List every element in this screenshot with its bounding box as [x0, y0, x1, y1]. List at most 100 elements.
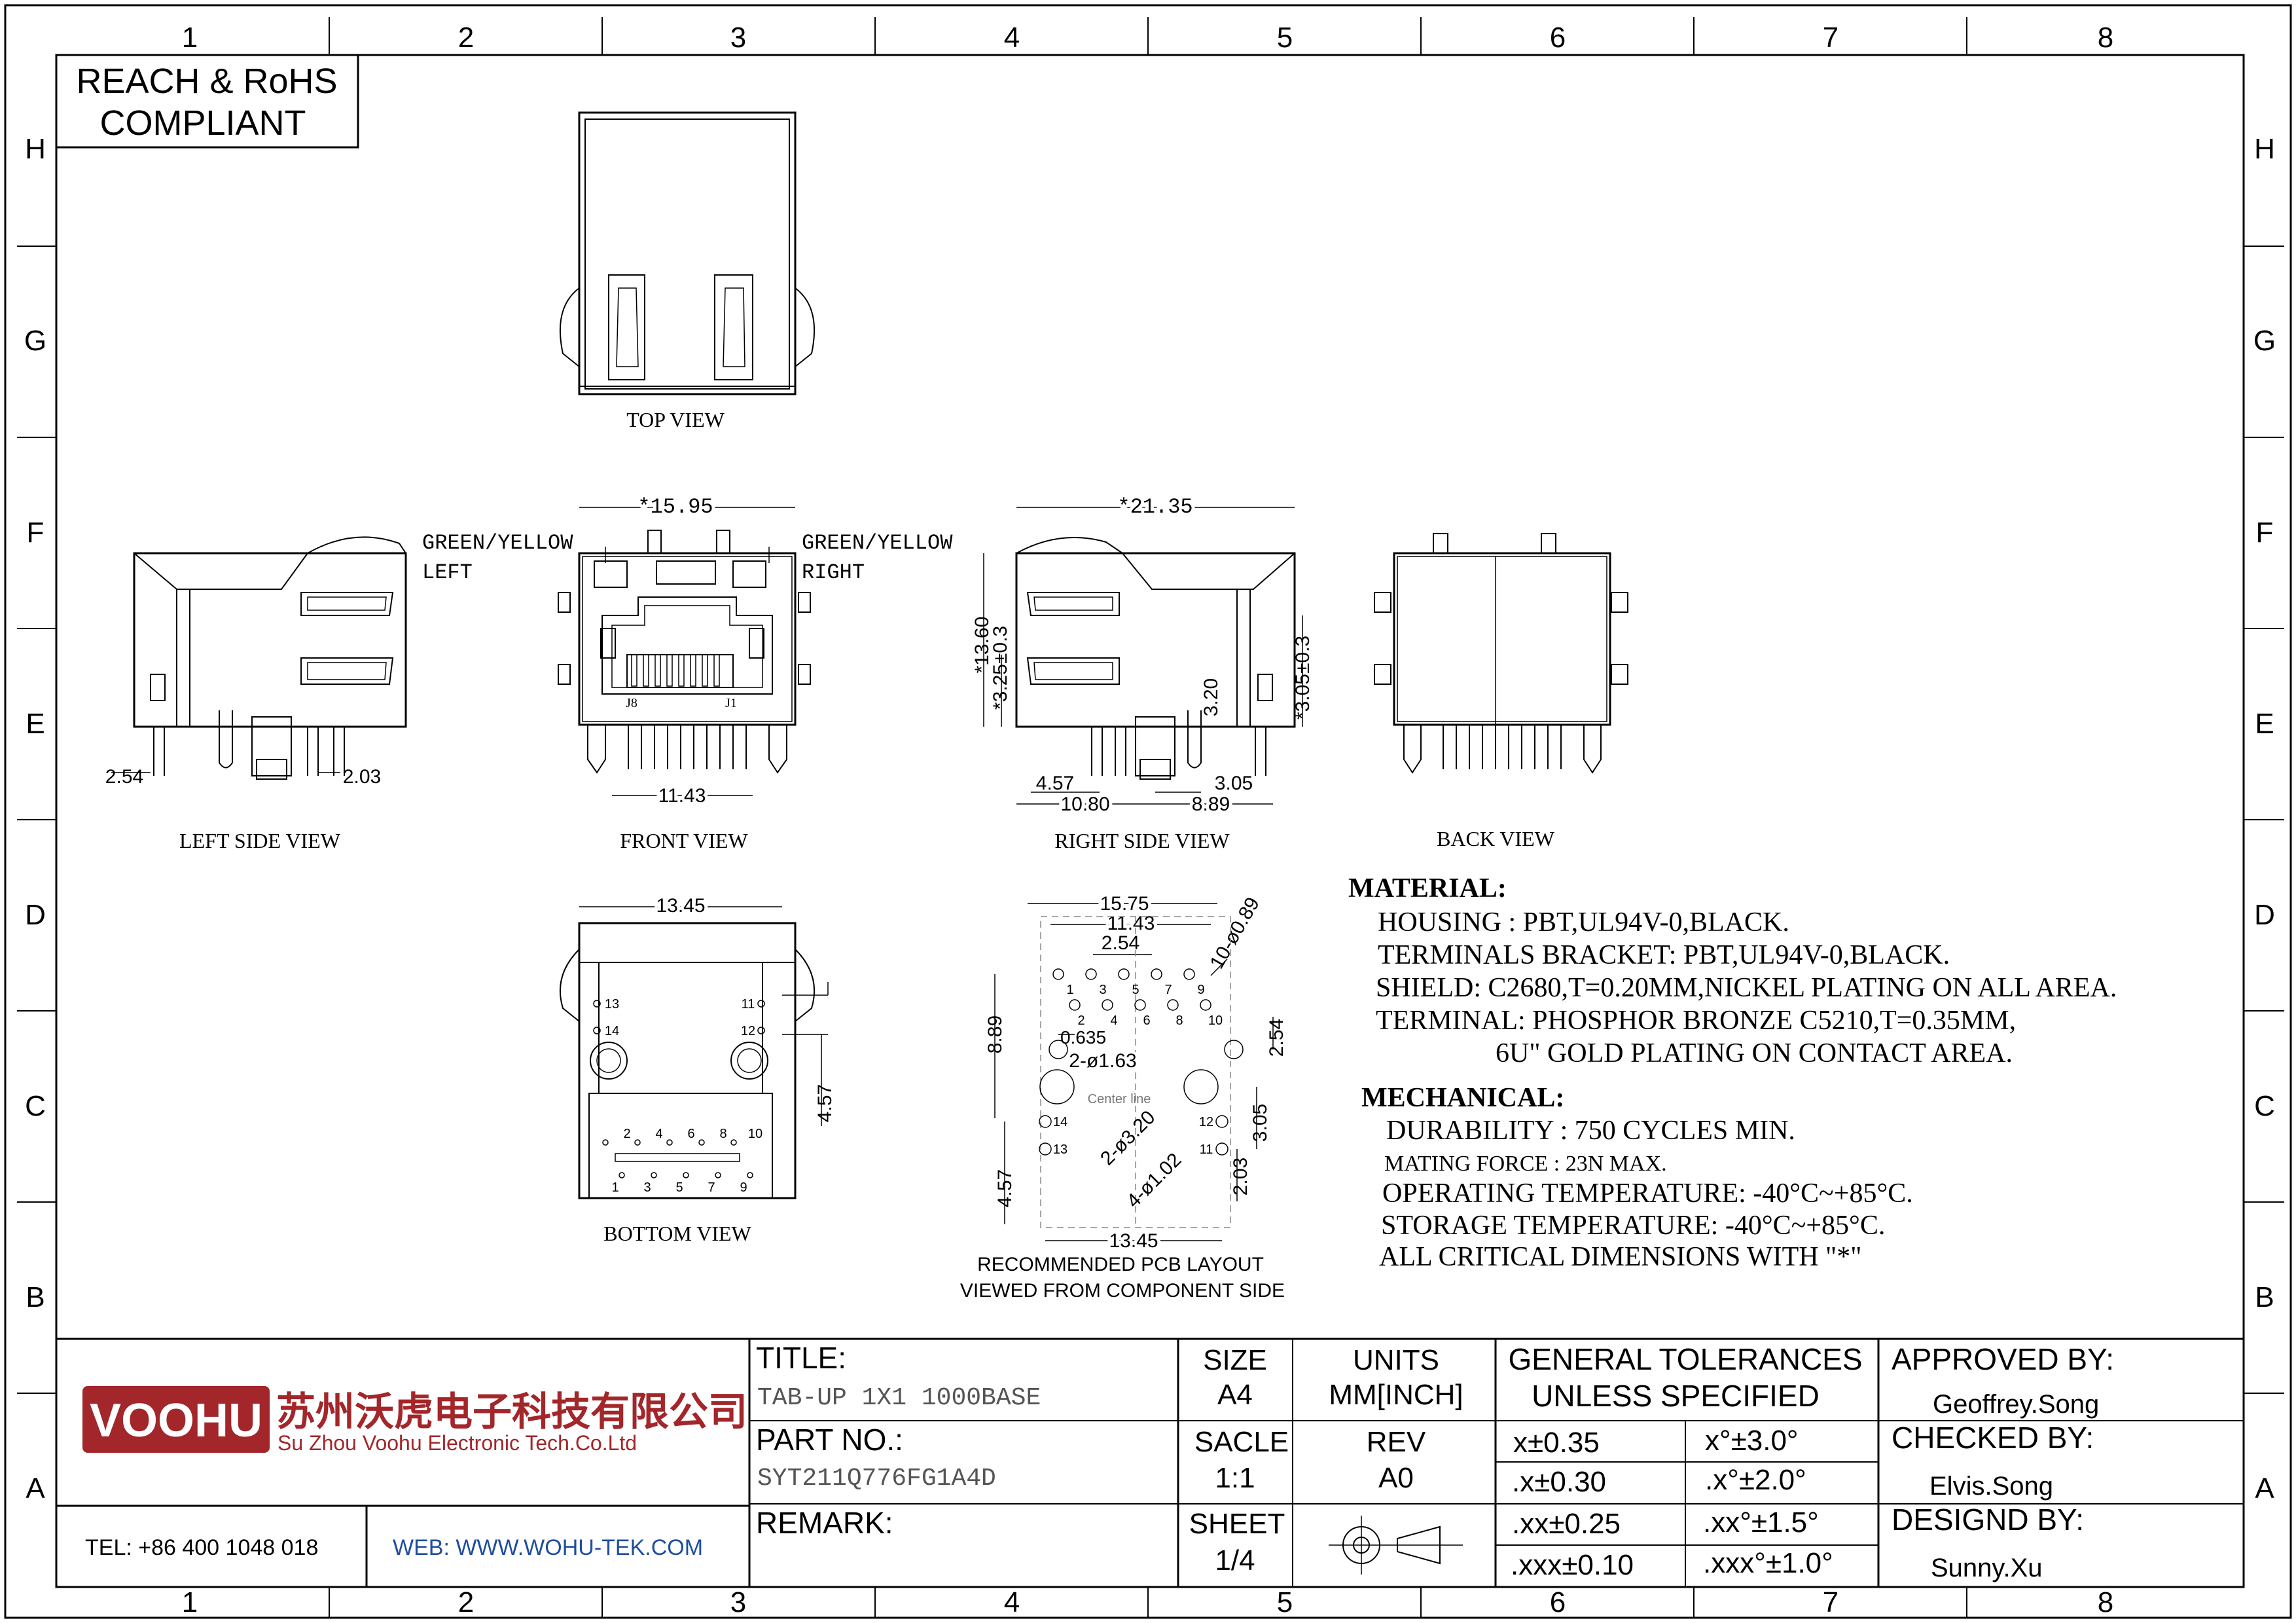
dim-pcb-13-45: 13.45 — [1109, 1230, 1158, 1252]
bottom-pin-bottom: 7 — [708, 1180, 715, 1195]
grid-col-label: 5 — [1277, 1586, 1293, 1618]
pcb-pin-bottom: 6 — [1143, 1013, 1150, 1028]
led-label-right-line2: RIGHT — [802, 560, 865, 585]
pcb-caption-line1: RECOMMENDED PCB LAYOUT — [977, 1254, 1264, 1275]
led-label-right-line1: GREEN/YELLOW — [802, 531, 953, 555]
dim-10-80: 10.80 — [1060, 793, 1109, 815]
grid-row-label: E — [26, 708, 45, 740]
title-value: TAB-UP 1X1 1000BASE — [757, 1384, 1041, 1412]
mechanical-line: MATING FORCE : 23N MAX. — [1384, 1152, 1667, 1176]
bottom-pin-top: 4 — [655, 1127, 662, 1141]
company-logo — [82, 1386, 270, 1453]
dim-pcb-15-75: 15.75 — [1100, 893, 1149, 915]
drawing-frame: 1 2 3 4 5 6 7 8 1 2 3 4 5 6 7 8 H G F E … — [4, 4, 2292, 1619]
dim-3-20: 3.20 — [1200, 678, 1222, 716]
mechanical-line: STORAGE TEMPERATURE: -40°C~+85°C. — [1381, 1211, 1885, 1241]
dim-pcb-2-54-vertical: 2.54 — [1266, 1019, 1287, 1057]
grid-col-label: 1 — [182, 1586, 198, 1618]
bottom-led-pin: 14 — [605, 1024, 619, 1038]
units-value: MM[INCH] — [1329, 1379, 1463, 1411]
material-line: 6U" GOLD PLATING ON CONTACT AREA. — [1496, 1038, 2013, 1068]
part-label: PART NO.: — [756, 1423, 903, 1457]
pcb-pin-bottom: 10 — [1208, 1013, 1223, 1028]
dim-3-25: *3.25±0.3 — [990, 626, 1011, 710]
grid-col-label: 4 — [1004, 1586, 1020, 1618]
sheet-value: 1/4 — [1215, 1544, 1255, 1577]
grid-col-label: 3 — [730, 1586, 746, 1618]
dim-4-57: 4.57 — [1036, 773, 1074, 794]
title-block: VOOHU 苏州沃虎电子科技有限公司 Su Zhou Voohu Electro… — [56, 1338, 2244, 1587]
compliance-box: REACH & RoHS COMPLIANT — [56, 55, 359, 149]
grid-col-label: 7 — [1823, 22, 1839, 54]
front-j8-label: J8 — [626, 696, 637, 710]
rev-label: REV — [1367, 1426, 1426, 1458]
mechanical-line: OPERATING TEMPERATURE: -40°C~+85°C. — [1382, 1178, 1913, 1209]
bottom-view-label: BOTTOM VIEW — [603, 1222, 751, 1245]
tolerance-linear: x±0.35 — [1513, 1427, 1600, 1459]
pcb-led-pin: 13 — [1053, 1142, 1067, 1157]
grid-row-label: A — [26, 1472, 45, 1504]
scale-label: SACLE — [1194, 1426, 1289, 1458]
bottom-led-pin: 11 — [742, 997, 755, 1012]
tolerance-angular: .xxx°±1.0° — [1703, 1547, 1833, 1579]
tolerance-linear: .xx±0.25 — [1512, 1508, 1621, 1540]
grid-row-label: D — [2254, 899, 2275, 931]
bottom-pin-bottom: 1 — [611, 1180, 619, 1195]
grid-row-label: A — [2255, 1472, 2274, 1504]
sheet-label: SHEET — [1189, 1508, 1285, 1540]
material-heading: MATERIAL: — [1348, 873, 1507, 903]
mechanical-line: DURABILITY : 750 CYCLES MIN. — [1386, 1116, 1795, 1146]
dim-pcb-3-05: 3.05 — [1249, 1104, 1271, 1142]
led-label-left-line2: LEFT — [422, 560, 473, 585]
dim-pcb-0-635: 0.635 — [1060, 1027, 1106, 1048]
bottom-pin-bottom: 5 — [675, 1180, 683, 1195]
dim-bottom-4-57: 4.57 — [814, 1084, 836, 1122]
grid-col-label: 2 — [458, 1586, 474, 1618]
dim-11-43: 11.43 — [658, 785, 706, 807]
pcb-pin-bottom: 2 — [1077, 1013, 1085, 1028]
grid-col-label: 1 — [182, 22, 198, 54]
material-line: TERMINALS BRACKET: PBT,UL94V-0,BLACK. — [1378, 940, 1950, 970]
grid-col-label: 6 — [1550, 1586, 1566, 1618]
dim-pcb-hole-102: 4-ø1.02 — [1122, 1149, 1185, 1212]
grid-col-label: 4 — [1004, 22, 1020, 54]
grid-row-label: D — [25, 899, 46, 931]
bottom-pin-top: 6 — [687, 1127, 694, 1141]
tolerance-linear: .xxx±0.10 — [1511, 1549, 1634, 1581]
dim-21-35: *21.35 — [1117, 495, 1193, 519]
mechanical-line: ALL CRITICAL DIMENSIONS WITH "*" — [1379, 1242, 1861, 1272]
tolerance-angular: x°±3.0° — [1705, 1425, 1799, 1457]
right-side-view-label: RIGHT SIDE VIEW — [1054, 829, 1230, 852]
grid-col-label: 3 — [730, 22, 746, 54]
dim-8-89: 8.89 — [1192, 793, 1230, 815]
size-label: SIZE — [1203, 1344, 1267, 1376]
back-view: BACK VIEW — [1374, 533, 1628, 850]
dim-pcb-11-43: 11.43 — [1107, 913, 1155, 934]
bottom-pin-top: 10 — [748, 1127, 762, 1141]
top-view: TOP VIEW — [559, 111, 816, 431]
grid-col-label: 2 — [458, 22, 474, 54]
units-label: UNITS — [1353, 1344, 1439, 1376]
led-label-left-line1: GREEN/YELLOW — [422, 531, 573, 555]
designed-label: DESIGND BY: — [1892, 1503, 2084, 1537]
material-line: TERMINAL: PHOSPHOR BRONZE C5210,T=0.35MM… — [1376, 1006, 2016, 1036]
pcb-led-pin: 11 — [1200, 1142, 1213, 1157]
front-view: *15.95 J8 J1 — [422, 492, 953, 852]
top-view-label: TOP VIEW — [626, 408, 725, 431]
left-side-view: 2.54 2.03 LEFT SIDE VIEW — [105, 536, 407, 852]
grid-row-label: C — [2254, 1090, 2275, 1122]
projection-symbol-icon — [1329, 1516, 1463, 1575]
mechanical-heading: MECHANICAL: — [1361, 1083, 1564, 1113]
checked-label: CHECKED BY: — [1892, 1421, 2094, 1455]
company-name-cn: 苏州沃虎电子科技有限公司 — [276, 1390, 747, 1434]
tolerance-heading-line1: GENERAL TOLERANCES — [1508, 1342, 1862, 1376]
tolerance-linear: .x±0.30 — [1512, 1466, 1606, 1498]
dim-13-60: *13.60 — [971, 617, 993, 674]
dim-pcb-2-54: 2.54 — [1102, 932, 1139, 954]
compliance-line1: REACH & RoHS — [76, 62, 337, 101]
dim-pcb-hole-320: 2-ø3.20 — [1096, 1106, 1159, 1169]
notes: MATERIAL: HOUSING : PBT,UL94V-0,BLACK. T… — [1348, 873, 2117, 1272]
grid-col-label: 5 — [1277, 22, 1293, 54]
pcb-pin-top: 7 — [1164, 983, 1172, 997]
